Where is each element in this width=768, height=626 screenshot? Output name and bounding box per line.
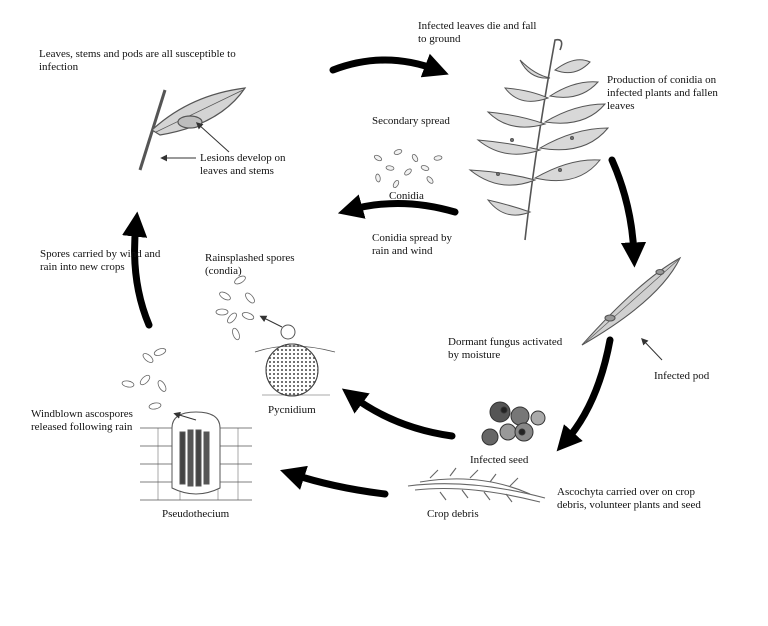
arrow-pod-to-seed	[556, 336, 614, 452]
compound-leaf-illustration	[468, 38, 610, 241]
label-crop-debris: Crop debris	[427, 508, 479, 520]
label-conidia-spread: Conidia spread by rain and wind	[372, 232, 453, 257]
infected-seed-illustration	[481, 401, 546, 446]
label-rainsplashed: Rainsplashed spores (condia)	[205, 252, 295, 277]
arrow-secondary-spread	[337, 194, 459, 219]
pseudothecium-illustration	[140, 411, 252, 501]
arrow-seed-to-pycnidium	[341, 388, 456, 440]
lesion-pointer	[195, 122, 230, 153]
label-pycnidium: Pycnidium	[268, 404, 316, 416]
cycle-arrows	[122, 53, 647, 498]
label-secondary-spread: Secondary spread	[372, 115, 450, 127]
pycnidium-illustration	[254, 315, 336, 397]
pod-pointer	[641, 337, 663, 361]
label-infected-leaves: Infected leaves die and fall to ground	[418, 20, 537, 45]
label-ascochyta: Ascochyta carried over on crop debris, v…	[557, 486, 701, 511]
pycnidium-spore-bubble	[280, 324, 296, 340]
conidia-illustration	[373, 149, 443, 189]
ascospores-illustration	[121, 348, 167, 410]
label-leaves-stems-pods: Leaves, stems and pods are all susceptib…	[39, 48, 236, 73]
label-pseudothecium: Pseudothecium	[162, 508, 230, 520]
label-production-conidia: Production of conidia on infected plants…	[607, 74, 718, 112]
arrow-spores-to-leaves	[122, 211, 153, 329]
arrow-fallen-to-pod	[608, 156, 647, 268]
infected-pod-illustration	[581, 256, 682, 361]
arrow-debris-to-pseudothecium	[280, 465, 389, 498]
label-conidia: Conidia	[389, 190, 424, 202]
arrow-leaves-to-fallen	[329, 53, 449, 78]
crop-debris-illustration	[407, 467, 546, 503]
label-windblown: Windblown ascospores released following …	[31, 408, 133, 433]
label-spores-carried: Spores carried by wind and rain into new…	[40, 248, 161, 273]
label-lesions: Lesions develop on leaves and stems	[200, 152, 286, 177]
label-infected-pod: Infected pod	[654, 370, 710, 382]
label-infected-seed: Infected seed	[470, 454, 529, 466]
leaf-stem-illustration	[138, 87, 247, 171]
rainsplashed-spores-illustration	[215, 275, 255, 341]
label-dormant-fungus: Dormant fungus activated by moisture	[448, 336, 563, 361]
